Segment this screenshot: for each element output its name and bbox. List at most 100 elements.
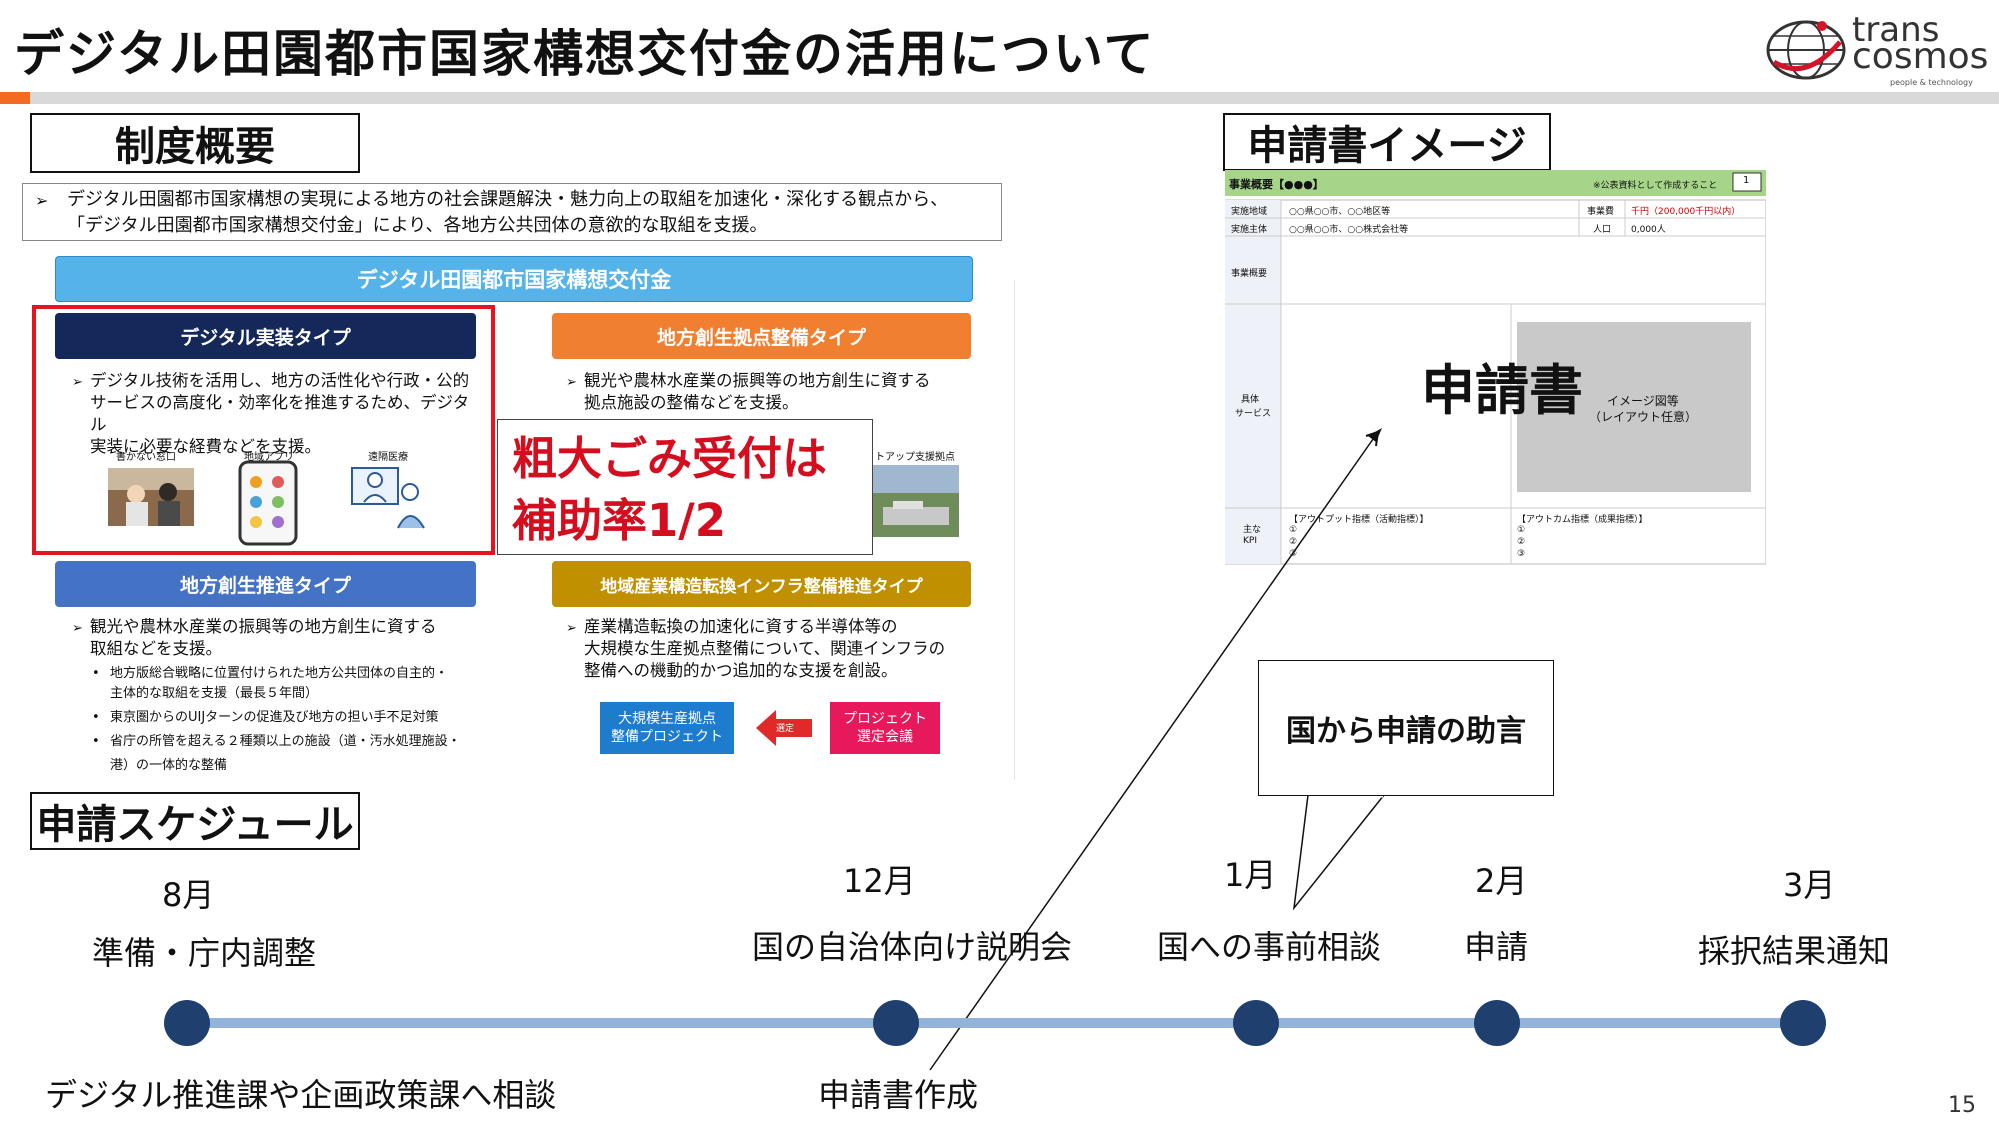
- callout-line-1: 粗大ごみ受付は: [512, 432, 828, 485]
- milestone-month: 2月: [1475, 862, 1528, 900]
- form-label: 事業概要: [1231, 269, 1268, 279]
- flow-text: 選定会議: [857, 729, 913, 745]
- image-caption: 地域アプリ: [244, 452, 294, 463]
- bullet-text: 地方版総合戦略に位置付けられた地方公共団体の自主的・: [110, 666, 449, 681]
- form-value: ○○県○○市、○○株式会社等: [1289, 225, 1409, 235]
- timeline-dot: [873, 1000, 919, 1046]
- telemedicine-icon: [351, 467, 425, 529]
- type-digital-desc: ➢ デジタル技術を活用し、地方の活性化や行政・公的 サービスの高度化・効率化を推…: [72, 370, 482, 458]
- form-value: 0,000人: [1631, 225, 1666, 235]
- milestone-event: 国の自治体向け説明会: [752, 928, 1073, 966]
- triangle-bullet-icon: ➢: [566, 621, 577, 636]
- bullet-text: 港）の一体的な整備: [110, 758, 228, 773]
- type-digital-desc-line: 実装に必要な経費などを支援。: [90, 437, 321, 456]
- form-label: KPI: [1243, 536, 1257, 546]
- type-infra-desc-line: 整備への機動的かつ追加的な支援を創設。: [584, 661, 898, 680]
- flow-text: 整備プロジェクト: [611, 729, 723, 745]
- milestone-note: デジタル推進課や企画政策課へ相談: [45, 1076, 557, 1114]
- type-infra-desc-line: 産業構造転換の加速化に資する半導体等の: [584, 617, 898, 636]
- speech-bubble-advice: 国から申請の助言: [1258, 660, 1554, 796]
- milestone-event: 国への事前相談: [1157, 928, 1382, 966]
- form-image-caption: イメージ図等: [1607, 394, 1679, 408]
- overview-label: 制度概要: [30, 113, 360, 173]
- timeline-dot: [164, 1000, 210, 1046]
- form-item: ③: [1517, 549, 1526, 559]
- triangle-bullet-icon: ➢: [72, 621, 83, 636]
- page-number: 15: [1948, 1093, 1976, 1118]
- form-label: 主な: [1243, 525, 1262, 535]
- globe-icon: [1766, 20, 1846, 80]
- counter-photo: [108, 468, 194, 526]
- type-base-desc: ➢ 観光や農林水産業の振興等の地方創生に資する 拠点施設の整備などを支援。: [566, 370, 976, 414]
- form-value: 千円（200,000千円以内）: [1631, 207, 1741, 217]
- flow-box-committee: プロジェクト 選定会議: [830, 702, 940, 754]
- triangle-bullet-icon: ➢: [566, 375, 577, 390]
- form-output-items: ① ② ③: [1289, 524, 1297, 560]
- flow-arrow-label: 選定: [776, 724, 795, 734]
- form-outcome-header: 【アウトカム指標（成果指標）】: [1517, 515, 1648, 525]
- form-label: サービス: [1235, 409, 1272, 419]
- form-item: ①: [1517, 525, 1526, 535]
- milestone-event: 申請: [1464, 928, 1529, 966]
- facility-photo: [873, 465, 959, 537]
- title-underline: [0, 92, 1999, 104]
- milestone-month: 8月: [162, 876, 215, 914]
- title-underline-accent: [0, 92, 30, 104]
- form-item: ③: [1289, 549, 1298, 559]
- bullet-text: 主体的な取組を支援（最長５年間）: [110, 686, 319, 701]
- type-base-desc-line: 観光や農林水産業の振興等の地方創生に資する: [584, 371, 931, 390]
- form-output-header: 【アウトプット指標（活動指標）】: [1289, 515, 1429, 525]
- flow-text: プロジェクト: [843, 711, 927, 727]
- milestone-event: 準備・庁内調整: [92, 934, 317, 972]
- timeline-dot: [1780, 1000, 1826, 1046]
- intro-line-1: デジタル田園都市国家構想の実現による地方の社会課題解決・魅力向上の取組を加速化・…: [67, 189, 949, 210]
- logo-text-cosmos: cosmos: [1852, 36, 1989, 77]
- schedule-label: 申請スケジュール: [30, 792, 360, 850]
- company-logo: trans cosmos people & technology: [1760, 12, 1988, 87]
- type-promotion-desc: ➢ 観光や農林水産業の振興等の地方創生に資する 取組などを支援。: [72, 616, 492, 660]
- image-caption: トアップ支援拠点: [875, 452, 955, 463]
- triangle-bullet-icon: ➢: [35, 191, 49, 210]
- intro-line-2: 「デジタル田園都市国家構想交付金」により、各地方公共団体の意欲的な取組を支援。: [67, 215, 768, 236]
- timeline-dot: [1474, 1000, 1520, 1046]
- form-item: ②: [1517, 537, 1526, 547]
- application-image-label: 申請書イメージ: [1223, 113, 1551, 171]
- milestone-month: 3月: [1783, 866, 1836, 904]
- logo-tagline: people & technology: [1890, 78, 1973, 87]
- triangle-bullet-icon: ➢: [72, 375, 83, 390]
- image-caption: 遠隔医療: [368, 452, 408, 463]
- column-divider: [1014, 280, 1015, 780]
- form-big-title: 申請書: [1421, 359, 1583, 422]
- type-infra-header: 地域産業構造転換インフラ整備推進タイプ: [552, 561, 971, 607]
- flow-text: 大規模生産拠点: [618, 711, 716, 727]
- image-caption: 書かない窓口: [116, 452, 176, 463]
- type-infra-desc: ➢ 産業構造転換の加速化に資する半導体等の 大規模な生産拠点整備について、関連イ…: [566, 616, 986, 682]
- left-arrow-icon: [756, 710, 812, 746]
- milestone-month: 12月: [843, 862, 916, 900]
- form-label: 実施主体: [1231, 225, 1268, 235]
- form-outcome-items: ① ② ③: [1517, 524, 1525, 560]
- timeline-dot: [1233, 1000, 1279, 1046]
- form-header-note: ※公表資料として作成すること: [1593, 181, 1718, 191]
- type-infra-desc-line: 大規模な生産拠点整備について、関連インフラの: [584, 639, 946, 658]
- type-digital-desc-line: サービスの高度化・効率化を推進するため、デジタル: [90, 393, 470, 434]
- form-item: ①: [1289, 525, 1298, 535]
- callout-line-2: 補助率1/2: [512, 494, 727, 547]
- type-digital-header: デジタル実装タイプ: [55, 313, 476, 359]
- type-promotion-bullets: •地方版総合戦略に位置付けられた地方公共団体の自主的・ 主体的な取組を支援（最長…: [92, 664, 492, 776]
- form-page-number: 1: [1743, 175, 1750, 186]
- form-image-caption: （レイアウト任意）: [1589, 410, 1698, 424]
- form-label: 実施地域: [1231, 207, 1268, 217]
- flow-box-project: 大規模生産拠点 整備プロジェクト: [600, 702, 734, 754]
- bulky-waste-callout: 粗大ごみ受付は 補助率1/2: [497, 419, 873, 555]
- form-header-title: 事業概要【●●●】: [1229, 178, 1324, 191]
- type-promotion-header: 地方創生推進タイプ: [55, 561, 476, 607]
- type-digital-desc-line: デジタル技術を活用し、地方の活性化や行政・公的: [90, 371, 470, 390]
- form-label: 人口: [1593, 225, 1612, 235]
- type-promotion-desc-line: 取組などを支援。: [90, 639, 222, 658]
- page-title: デジタル田園都市国家構想交付金の活用について: [14, 25, 1156, 83]
- smartphone-app-icon: [238, 460, 298, 546]
- application-form-preview: 事業概要【●●●】 ※公表資料として作成すること 1 実施地域 ○○県○○市、○…: [1225, 170, 1766, 565]
- type-base-header: 地方創生拠点整備タイプ: [552, 313, 971, 359]
- form-value: ○○県○○市、○○地区等: [1289, 207, 1391, 217]
